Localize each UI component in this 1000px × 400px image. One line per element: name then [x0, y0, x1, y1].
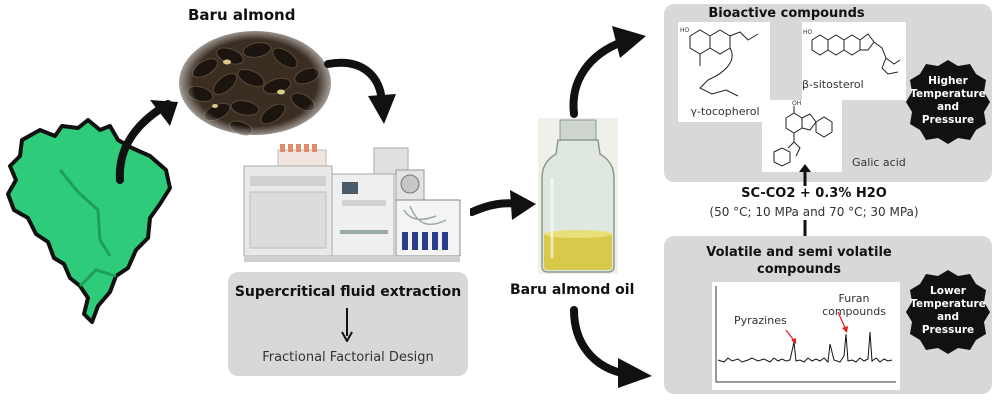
- solvent-label: SC-CO2 + 0.3% H2O: [741, 186, 887, 201]
- lower-badge-line-3: and: [936, 311, 960, 323]
- volatile-title-line-1: Volatile and semi volatile: [706, 245, 892, 260]
- almond-label: Baru almond: [188, 6, 296, 24]
- furan-label: Furan compounds: [818, 292, 890, 318]
- volatile-title-line-2: compounds: [757, 262, 841, 277]
- furan-label-line-2: compounds: [822, 305, 886, 318]
- sitosterol-label: β-sitosterol: [802, 78, 864, 91]
- volatile-title: Volatile and semi volatile compounds: [664, 244, 934, 278]
- tocopherol-label: γ-tocopherol: [690, 105, 760, 118]
- lower-badge-line-2: Temperature: [910, 298, 986, 310]
- arrow-oil-to-bioactive: [569, 26, 646, 118]
- svg-text:OH: OH: [792, 100, 801, 107]
- higher-badge-line-4: Pressure: [921, 114, 975, 126]
- oil-bottle: [538, 118, 618, 274]
- arrow-oil-to-volatile: [570, 306, 652, 388]
- extraction-title: Supercritical fluid extraction: [234, 284, 462, 300]
- extraction-machine: [243, 144, 461, 262]
- higher-badge-shape: [906, 60, 990, 144]
- arrow-almond-to-extraction: [324, 58, 396, 124]
- svg-text:HO: HO: [803, 29, 813, 36]
- design-label: Fractional Factorial Design: [262, 350, 434, 365]
- brazil-map: [6, 100, 178, 324]
- higher-badge-line-1: Higher: [928, 75, 968, 87]
- chromatogram: [715, 286, 896, 383]
- galic-label: Galic acid: [852, 156, 906, 169]
- higher-badge-line-2: Temperature: [910, 88, 986, 100]
- furan-label-line-1: Furan: [838, 292, 870, 305]
- tocopherol-structure: HO: [680, 27, 759, 97]
- sitosterol-structure: HO: [803, 29, 901, 75]
- params-label: (50 °C; 10 MPa and 70 °C; 30 MPa): [709, 205, 919, 219]
- chromatogram-card: [712, 282, 900, 390]
- higher-badge-line-3: and: [936, 101, 960, 113]
- galic-card: [762, 100, 842, 172]
- bioactive-title: Bioactive compounds: [708, 6, 865, 21]
- lower-badge-text: Lower Temperature and Pressure: [904, 285, 992, 337]
- higher-badge-text: Higher Temperature and Pressure: [904, 75, 992, 127]
- almond-photo: [175, 28, 335, 138]
- galic-structure: OH: [773, 100, 833, 167]
- oil-label: Baru almond oil: [510, 282, 635, 298]
- pyrazines-label: Pyrazines: [734, 314, 787, 327]
- lower-badge-line-4: Pressure: [921, 324, 975, 336]
- arrow-extraction-to-oil: [470, 190, 536, 220]
- lower-badge-shape: [906, 270, 990, 354]
- arrow-conditions-to-bioactive: [799, 164, 811, 186]
- lower-badge-line-1: Lower: [930, 285, 966, 297]
- svg-text:HO: HO: [680, 27, 690, 34]
- arrow-extraction-to-design: [341, 308, 353, 342]
- tocopherol-card: [678, 22, 770, 122]
